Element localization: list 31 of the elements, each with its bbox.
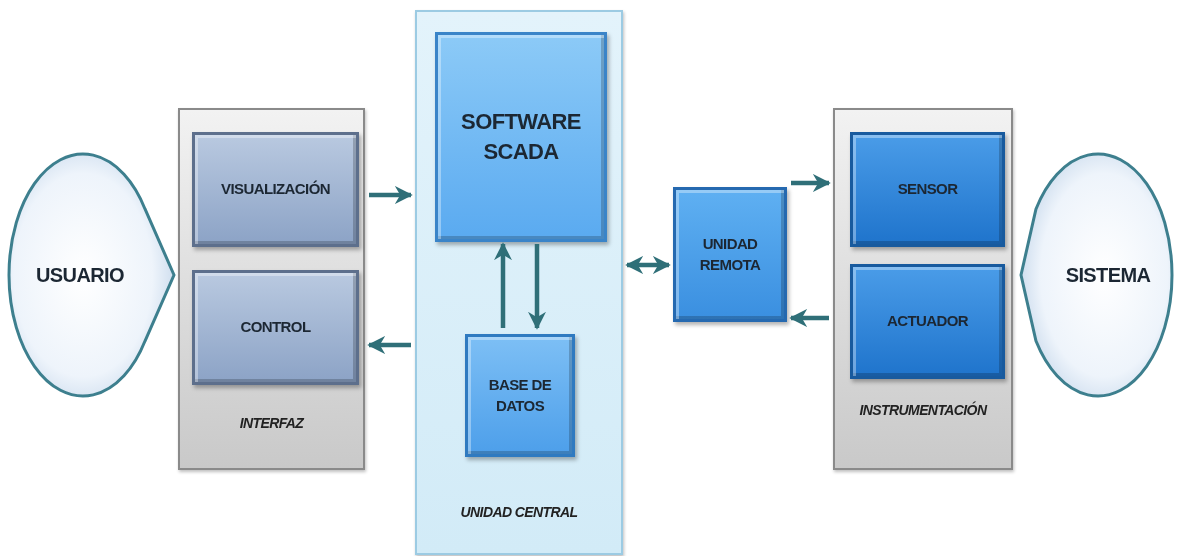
process-box	[435, 32, 607, 242]
box-label: UNIDAD REMOTA	[698, 234, 762, 275]
arrow	[625, 256, 671, 274]
group-panel	[178, 108, 365, 470]
process-box	[850, 264, 1005, 379]
pointer-shape	[5, 150, 177, 400]
box-label: SOFTWARE SCADA	[460, 108, 582, 166]
box-label: ACTUADOR	[887, 311, 968, 332]
box-label: SENSOR	[897, 179, 958, 200]
group-panel	[833, 108, 1013, 470]
group-panel	[415, 10, 623, 555]
panel-label: INTERFAZ	[238, 415, 305, 431]
box-label: VISUALIZACIÓN	[221, 179, 330, 200]
arrow	[367, 336, 411, 354]
process-box	[192, 132, 359, 247]
panel-label: UNIDAD CENTRAL	[459, 504, 579, 520]
box-label: CONTROL	[240, 317, 311, 338]
process-box	[192, 270, 359, 385]
panel-label: INSTRUMENTACIÓN	[858, 402, 989, 418]
process-box	[850, 132, 1005, 247]
arrow	[791, 174, 831, 192]
arrow	[494, 242, 512, 328]
arrow	[789, 309, 829, 327]
node-label: USUARIO	[36, 263, 124, 287]
pointer-shape	[1018, 150, 1176, 400]
process-box	[465, 334, 575, 457]
node-label: SISTEMA	[1065, 263, 1151, 287]
process-box	[673, 187, 787, 322]
box-label: BASE DE DATOS	[487, 375, 553, 416]
arrow	[369, 186, 413, 204]
arrow	[528, 244, 546, 330]
